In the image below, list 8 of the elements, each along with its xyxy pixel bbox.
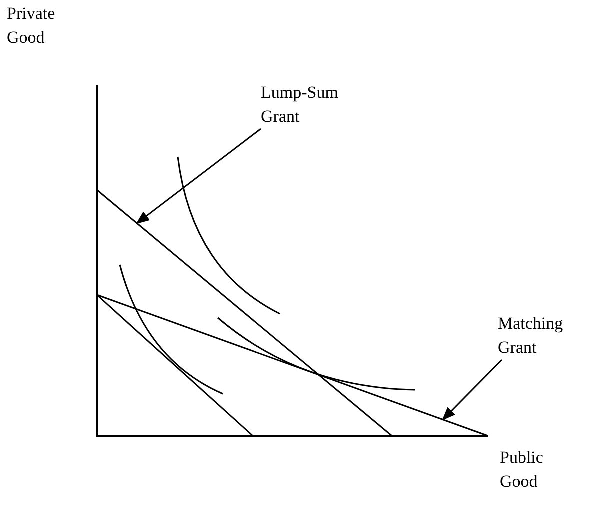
grant-label: Lump-Sum Grant: [261, 82, 340, 128]
leader-arrow: [136, 128, 262, 224]
grant-label: Matching Grant: [498, 313, 564, 359]
budget-line: [96, 294, 488, 437]
axis-label: Public Good: [500, 447, 544, 493]
axis-label: Private Good: [7, 3, 56, 49]
budget-line: [96, 189, 392, 437]
leader-arrow: [442, 359, 503, 421]
